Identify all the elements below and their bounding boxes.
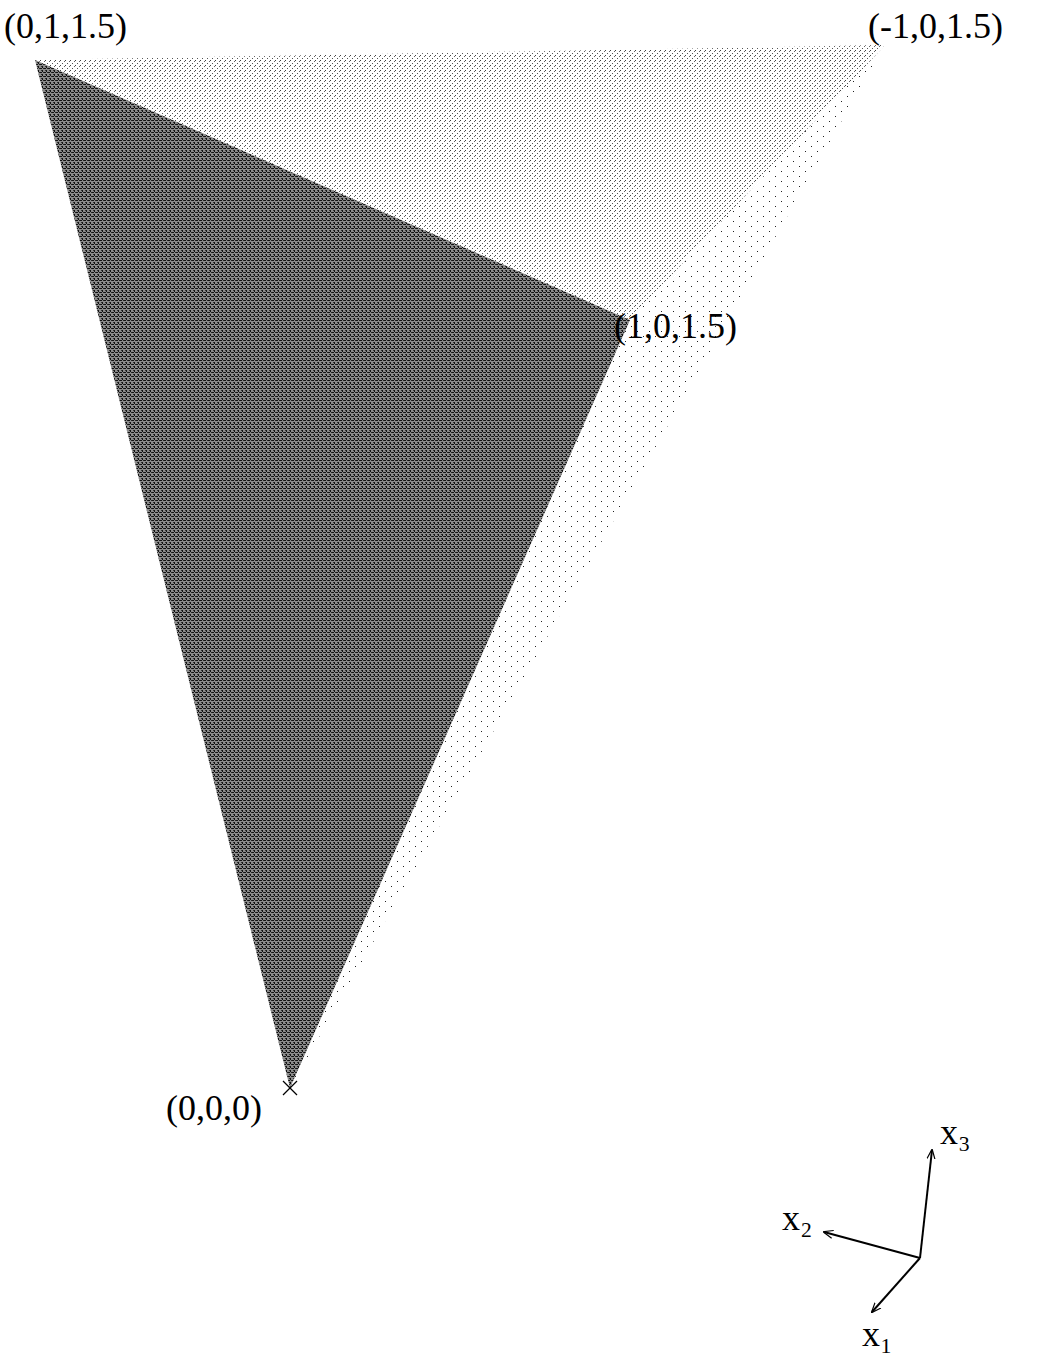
vertex-label: (1,0,1.5) bbox=[614, 308, 737, 344]
axis-triad bbox=[824, 1150, 932, 1312]
axis-label: x₂ bbox=[782, 1200, 813, 1236]
apex-mark bbox=[283, 1081, 297, 1095]
vertex-label: (0,1,1.5) bbox=[4, 8, 127, 44]
vertex-label: (-1,0,1.5) bbox=[868, 8, 1003, 44]
axis-label: x₁ bbox=[862, 1316, 893, 1352]
vertex-label: (0,0,0) bbox=[166, 1090, 262, 1126]
axis-label: x₃ bbox=[940, 1114, 971, 1150]
front-face bbox=[35, 60, 630, 1088]
